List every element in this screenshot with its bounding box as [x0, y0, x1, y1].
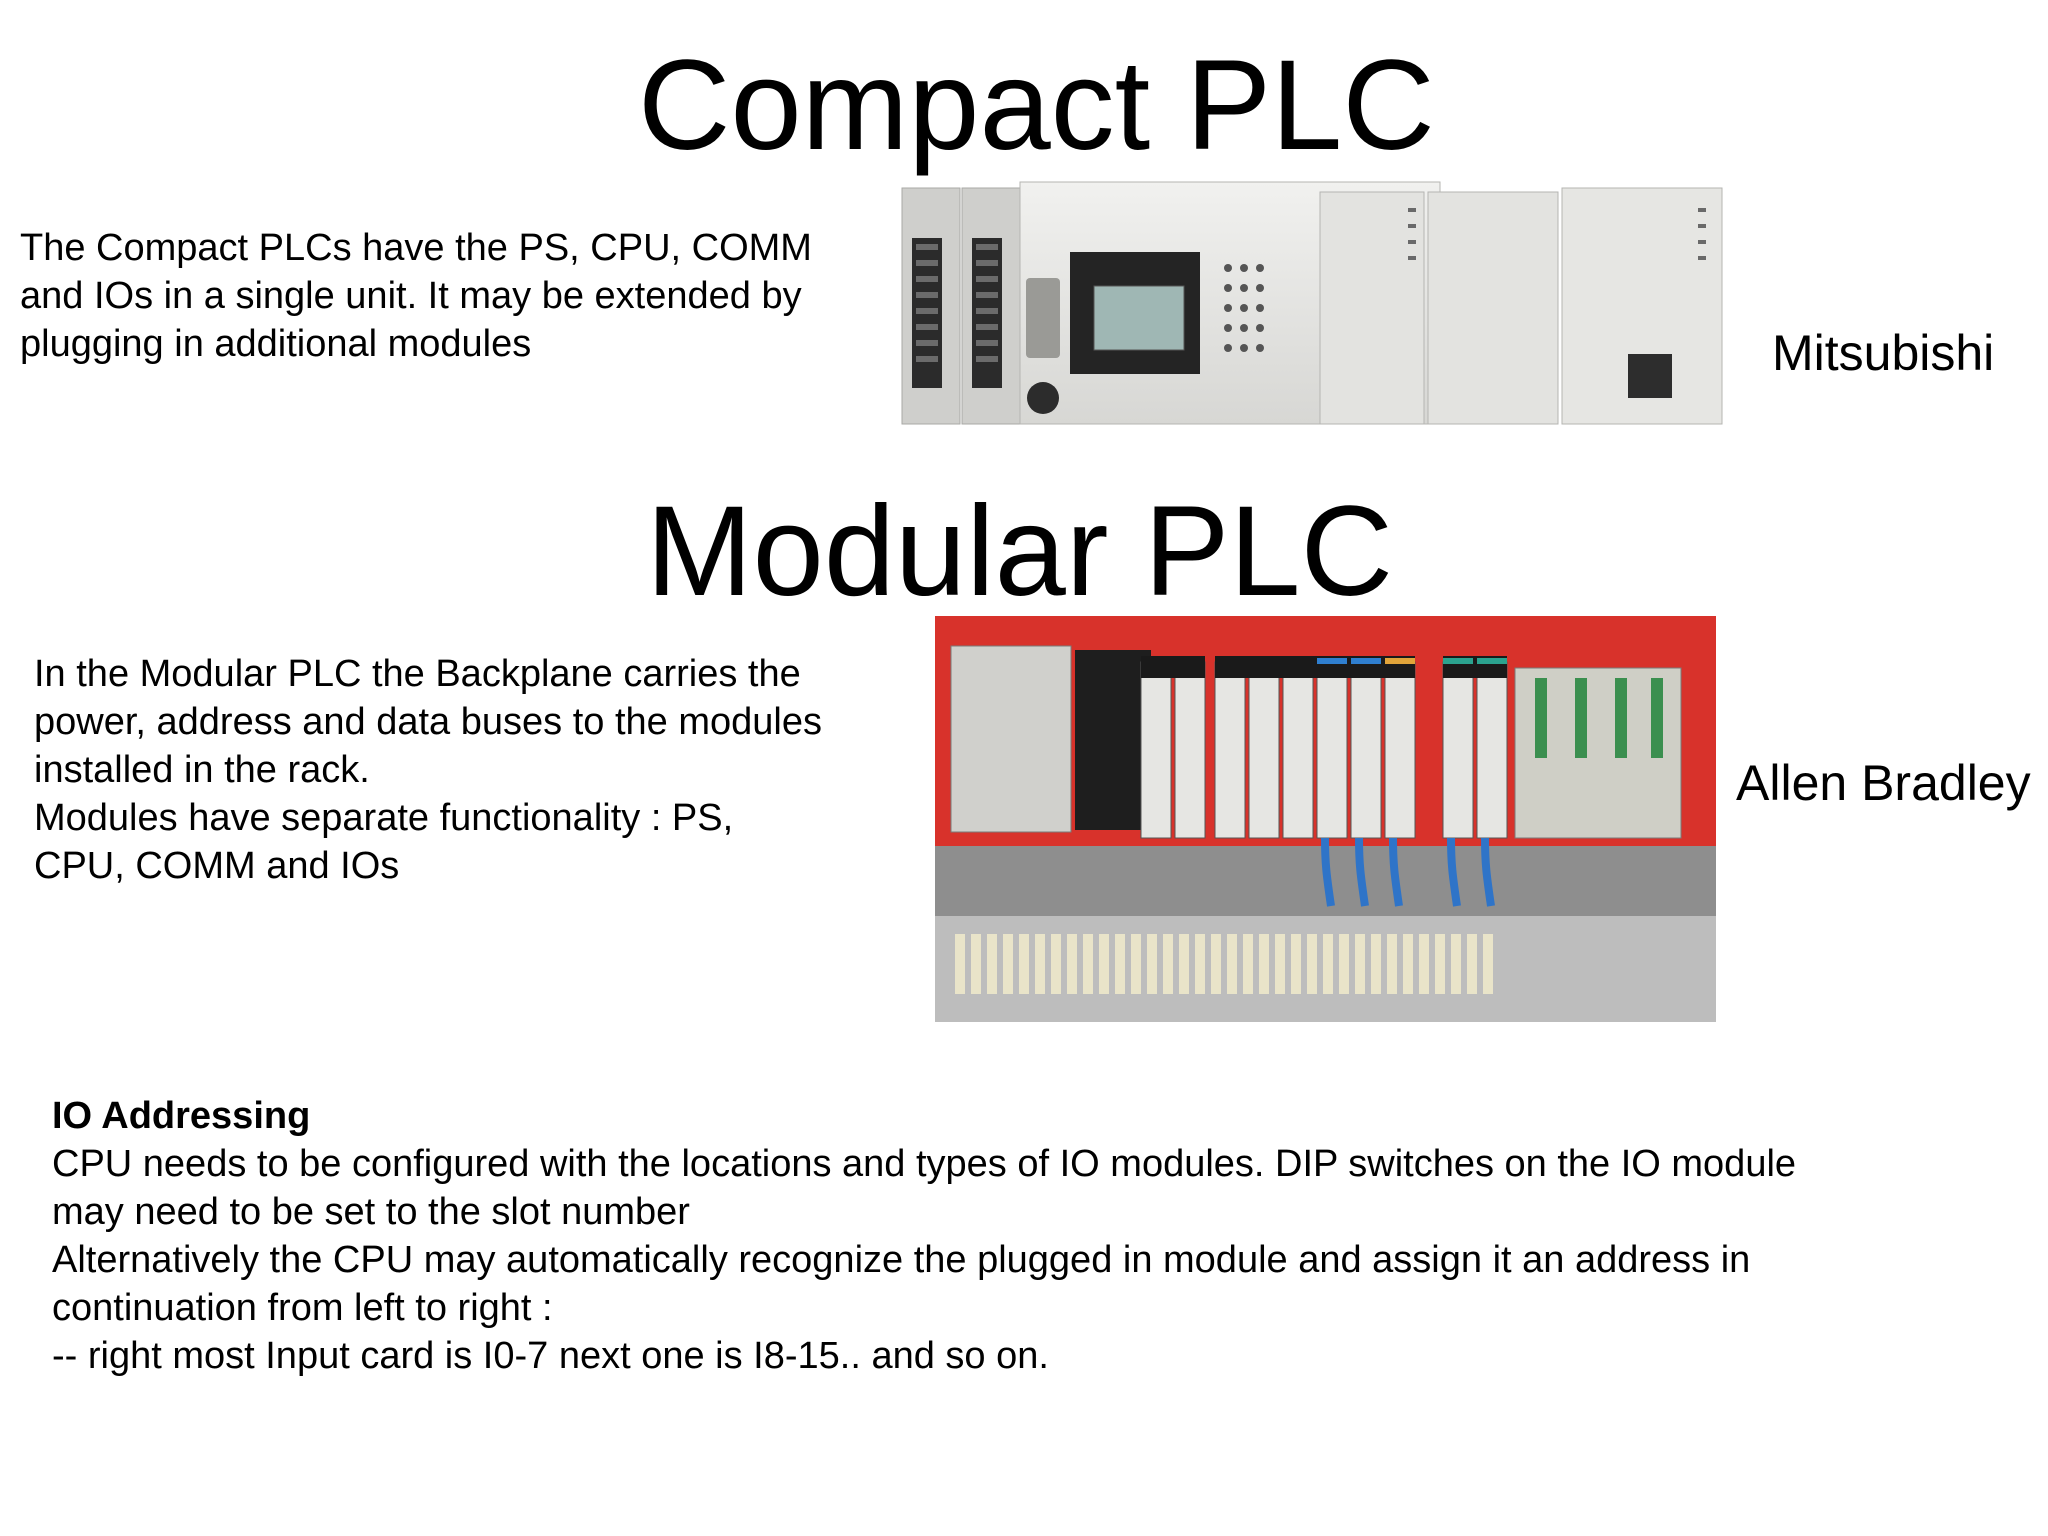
io-addressing-line: -- right most Input card is I0-7 next on…: [52, 1335, 1049, 1377]
modular-plc-description: In the Modular PLC the Backplane carries…: [34, 650, 822, 890]
description-line: power, address and data buses to the mod…: [34, 701, 822, 743]
description-line: In the Modular PLC the Backplane carries…: [34, 653, 801, 695]
io-addressing-line: Alternatively the CPU may automatically …: [52, 1239, 1751, 1281]
io-addressing-line: may need to be set to the slot number: [52, 1191, 690, 1233]
io-addressing-line: CPU needs to be configured with the loca…: [52, 1143, 1797, 1185]
modular-plc-brand-label: Allen Bradley: [1736, 755, 2031, 811]
description-line: and IOs in a single unit. It may be exte…: [20, 275, 802, 317]
compact-plc-title: Compact PLC: [638, 34, 1435, 177]
description-line: Modules have separate functionality : PS…: [34, 797, 734, 839]
modular-plc-title: Modular PLC: [646, 480, 1393, 623]
compact-plc-brand-label: Mitsubishi: [1772, 325, 1995, 381]
modular-plc-image: [935, 616, 1716, 1022]
description-line: installed in the rack.: [34, 749, 370, 791]
compact-plc-image: [901, 181, 1723, 425]
io-addressing-heading: IO Addressing: [52, 1095, 311, 1137]
io-addressing-section: IO Addressing CPU needs to be configured…: [52, 1092, 1796, 1380]
io-addressing-line: continuation from left to right :: [52, 1287, 553, 1329]
compact-plc-description: The Compact PLCs have the PS, CPU, COMM …: [20, 224, 812, 368]
description-line: The Compact PLCs have the PS, CPU, COMM: [20, 227, 812, 269]
description-line: plugging in additional modules: [20, 323, 532, 365]
description-line: CPU, COMM and IOs: [34, 845, 400, 887]
